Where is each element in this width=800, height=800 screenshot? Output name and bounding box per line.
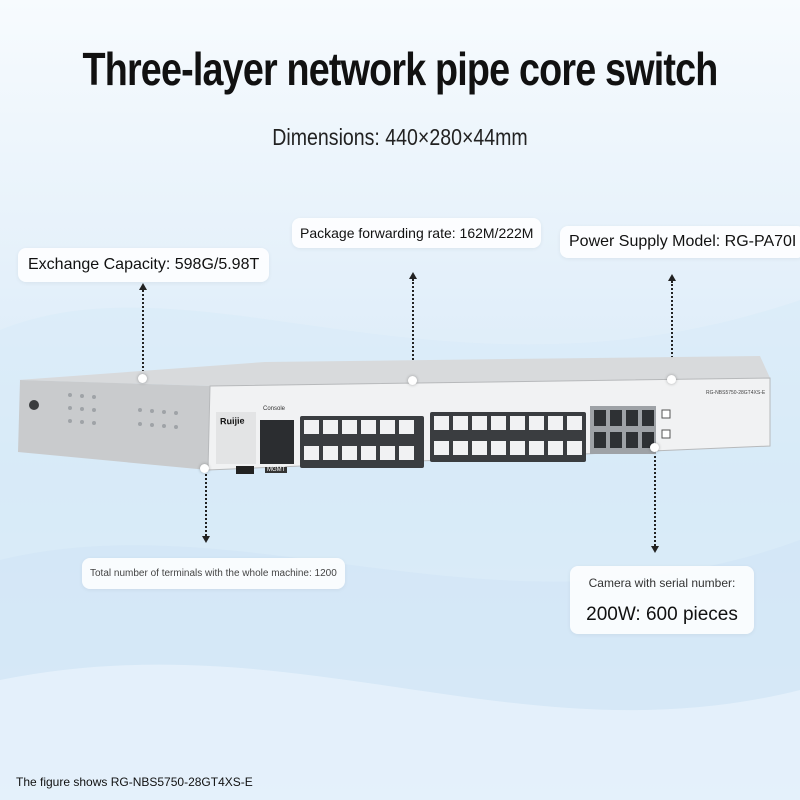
camera-arrow-line <box>654 448 656 546</box>
forwarding-rate-text: Package forwarding rate: 162M/222M <box>300 225 534 241</box>
model-label: RG-NBS5750-28GT4XS-E <box>706 390 766 396</box>
page-title: Three-layer network pipe core switch <box>82 43 719 95</box>
forwarding-rate-arrow-head <box>409 272 417 279</box>
power-supply-callout: Power Supply Model: RG-PA70I <box>560 226 800 258</box>
capacity-marker-dot <box>138 374 147 383</box>
camera-marker-dot <box>650 443 659 452</box>
power-supply-arrow-head <box>668 274 676 281</box>
camera-arrow-head <box>651 546 659 553</box>
brand-logo: Ruijie <box>219 415 245 427</box>
exchange-capacity-callout: Exchange Capacity: 598G/5.98T <box>18 248 270 282</box>
terminals-marker-dot <box>200 464 209 473</box>
forwarding-marker-dot <box>408 376 417 385</box>
camera-text-line2: 200W: 600 pieces <box>586 604 738 625</box>
camera-callout: Camera with serial number: 200W: 600 pie… <box>570 566 754 634</box>
terminals-arrow-line <box>205 470 207 536</box>
power-supply-text: Power Supply Model: RG-PA70I <box>569 233 797 250</box>
camera-text-line1: Camera with serial number: <box>588 576 736 590</box>
footer-caption: The figure shows RG-NBS5750-28GT4XS-E <box>16 775 253 789</box>
forwarding-rate-callout: Package forwarding rate: 162M/222M <box>292 218 542 248</box>
power-supply-arrow-line <box>671 281 673 377</box>
console-label: Console <box>263 406 286 412</box>
terminals-text: Total number of terminals with the whole… <box>90 568 337 579</box>
exchange-capacity-arrow-head <box>139 283 147 290</box>
dimensions-subtitle: Dimensions: 440×280×44mm <box>272 124 528 150</box>
terminals-callout: Total number of terminals with the whole… <box>82 558 345 589</box>
exchange-capacity-text: Exchange Capacity: 598G/5.98T <box>28 256 260 273</box>
power-marker-dot <box>667 375 676 384</box>
forwarding-rate-arrow-line <box>412 279 414 379</box>
exchange-capacity-arrow-line <box>142 290 144 376</box>
terminals-arrow-head <box>202 536 210 543</box>
mgmt-label: MGMT <box>265 467 288 473</box>
